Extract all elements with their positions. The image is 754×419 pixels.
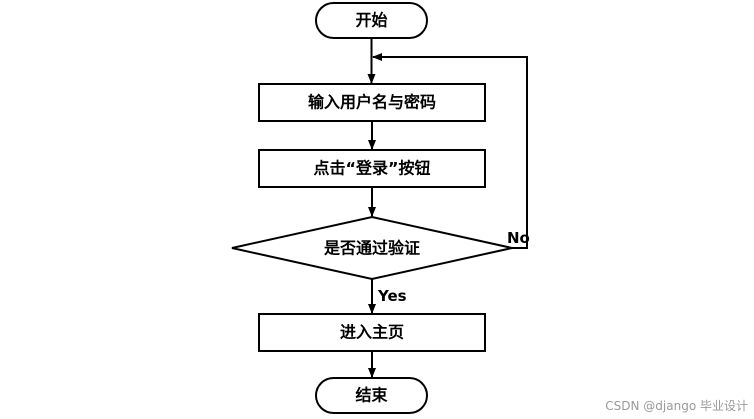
verification-decision-label: 是否通过验证 bbox=[323, 239, 420, 258]
end-node: 结束 bbox=[315, 377, 428, 414]
start-node: 开始 bbox=[315, 2, 428, 39]
start-label: 开始 bbox=[355, 11, 387, 30]
end-label: 结束 bbox=[354, 386, 388, 405]
click-login-node: 点击“登录”按钮 bbox=[258, 149, 486, 188]
enter-home-label: 进入主页 bbox=[340, 323, 404, 342]
yes-branch-label: Yes bbox=[377, 287, 407, 305]
input-credentials-node: 输入用户名与密码 bbox=[258, 83, 486, 122]
no-branch-label: No bbox=[507, 229, 530, 247]
click-login-label: 点击“登录”按钮 bbox=[313, 159, 430, 178]
input-credentials-label: 输入用户名与密码 bbox=[308, 93, 436, 112]
verification-decision-node: 是否通过验证 bbox=[231, 215, 513, 281]
csdn-watermark: CSDN @django 毕业设计 bbox=[605, 399, 748, 413]
arrow-no-loop-back bbox=[372, 53, 528, 249]
enter-home-node: 进入主页 bbox=[258, 313, 486, 352]
